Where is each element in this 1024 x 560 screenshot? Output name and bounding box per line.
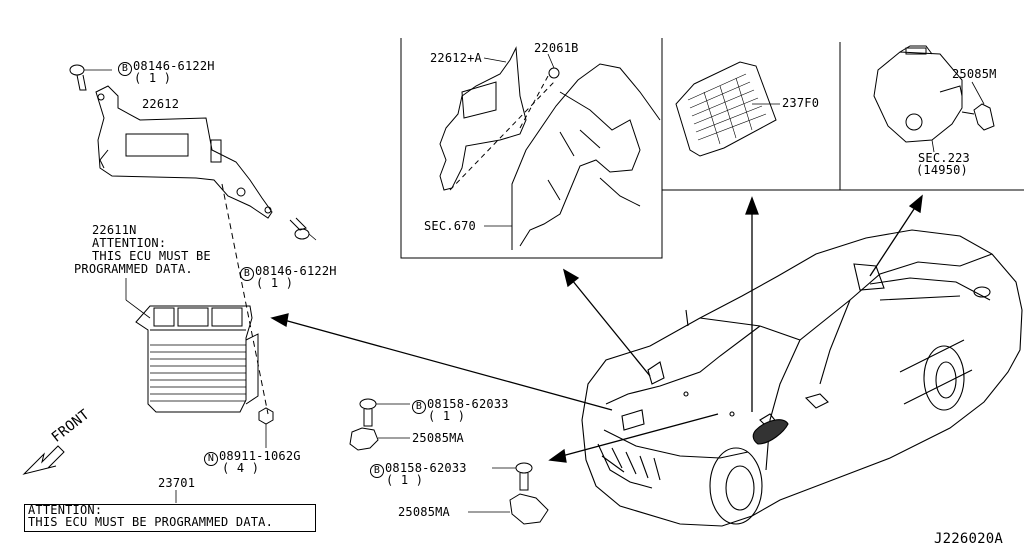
inset3-unit — [873, 45, 995, 153]
inset1-drawing — [439, 46, 661, 250]
bolt-mid-icon — [289, 217, 317, 241]
inset3-sec-label: SEC.223 — [918, 151, 970, 165]
ecu-attention-3: PROGRAMMED DATA. — [74, 262, 193, 276]
bolt-top-icon — [69, 64, 112, 91]
inset1-sec-label: SEC.670 — [424, 219, 476, 233]
mount-dash-line — [221, 183, 269, 415]
bolt-top-qty: ( 1 ) — [134, 71, 172, 85]
sensor2-label: 25085MA — [398, 505, 450, 519]
callout-arrows — [270, 194, 923, 463]
sensor1-label: 25085MA — [412, 431, 464, 445]
ecu-assy-label: 23701 — [158, 476, 196, 490]
inset2-module — [675, 61, 780, 157]
ecu-attention-1: ATTENTION: — [92, 236, 167, 250]
inset3-sensor-label: 25085M — [952, 67, 997, 81]
ecu-unit — [135, 305, 259, 413]
inset2-module-label: 237F0 — [782, 96, 820, 110]
attention-box — [24, 504, 316, 532]
attention-box-line1: ATTENTION: — [28, 503, 103, 517]
attention-box-line2: THIS ECU MUST BE PROGRAMMED DATA. — [28, 515, 274, 529]
ecu-bracket — [95, 85, 273, 219]
vehicle-outline — [581, 229, 1023, 527]
nut-icon — [258, 407, 274, 448]
inset3-sec-sub: (14950) — [916, 163, 968, 177]
diagram-id: J226020A — [934, 531, 1004, 547]
bolt-sensor1-qty: ( 1 ) — [428, 409, 466, 423]
sensor1-assembly — [349, 398, 410, 451]
ecu-attention-2: THIS ECU MUST BE — [92, 249, 211, 263]
inset-frames — [400, 38, 1024, 259]
bracket-label: 22612 — [142, 97, 180, 111]
ecu-code-label: 22611N — [92, 223, 137, 237]
front-arrow-icon — [22, 445, 65, 475]
inset1-nut-label: 22061B — [534, 41, 579, 55]
nut-qty: ( 4 ) — [222, 461, 260, 475]
sensor2-assembly — [468, 462, 549, 525]
bolt-sensor2-qty: ( 1 ) — [386, 473, 424, 487]
bolt-mid-qty: ( 1 ) — [256, 276, 294, 290]
inset1-bracket-label: 22612+A — [430, 51, 482, 65]
